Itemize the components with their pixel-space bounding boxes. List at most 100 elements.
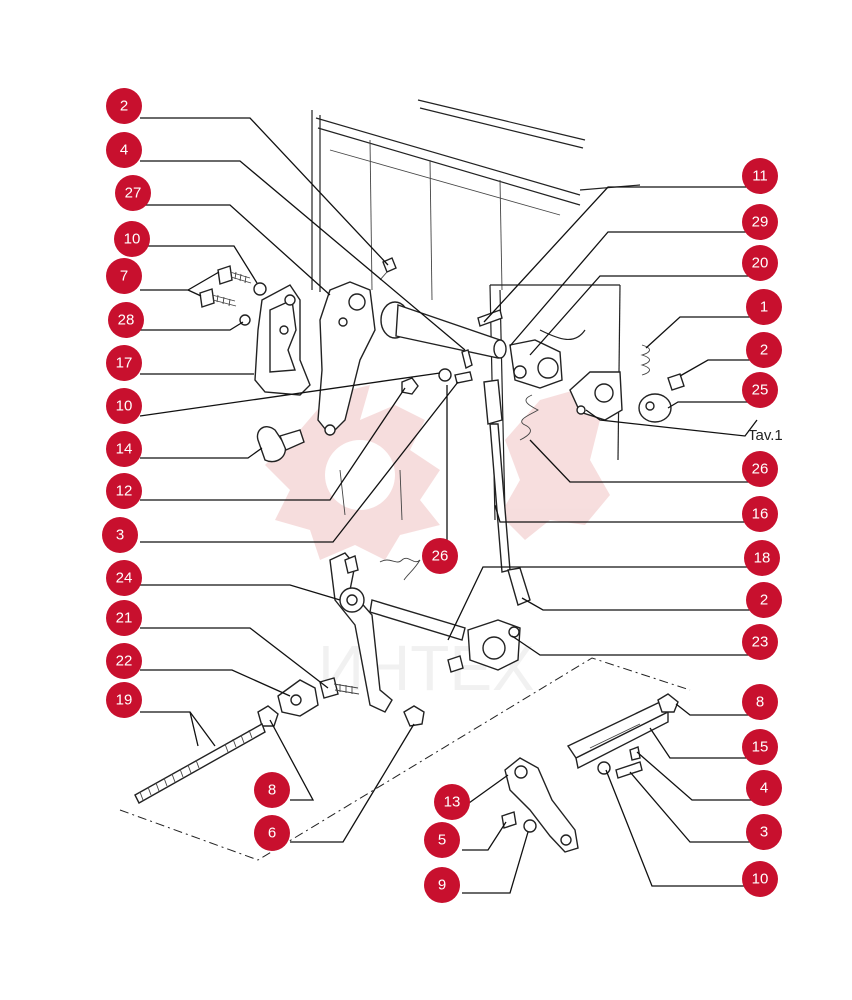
- svg-text:13: 13: [444, 794, 461, 811]
- callout-8: 8: [254, 772, 290, 808]
- callout-27: 27: [115, 175, 151, 211]
- svg-text:8: 8: [268, 782, 276, 799]
- svg-text:16: 16: [752, 506, 769, 523]
- spring-top: [519, 394, 539, 441]
- svg-text:9: 9: [438, 877, 446, 894]
- rod-19: [134, 722, 266, 804]
- bracket-17: [254, 284, 311, 396]
- flange-26: [569, 371, 623, 421]
- svg-text:17: 17: [116, 355, 133, 372]
- svg-text:7: 7: [120, 268, 128, 285]
- callout-24: 24: [106, 560, 142, 596]
- svg-text:29: 29: [752, 214, 769, 231]
- nut-8-left: [257, 705, 279, 727]
- callout-26: 26: [422, 538, 458, 574]
- leader-lines: [139, 117, 758, 894]
- cotter-4: [461, 349, 473, 370]
- svg-text:26: 26: [432, 548, 449, 565]
- callout-9: 9: [424, 867, 460, 903]
- svg-text:8: 8: [756, 694, 764, 711]
- screw-2-top: [379, 257, 397, 281]
- svg-text:2: 2: [760, 342, 768, 359]
- shaft-assembly: [380, 301, 507, 359]
- callout-1: 1: [746, 289, 782, 325]
- washer-10: [253, 282, 267, 296]
- svg-text:3: 3: [760, 824, 768, 841]
- slide-15: [566, 701, 670, 770]
- svg-text:2: 2: [120, 98, 128, 115]
- svg-text:15: 15: [752, 739, 769, 756]
- svg-text:10: 10: [752, 871, 769, 888]
- callout-4: 4: [746, 770, 782, 806]
- callout-2: 2: [106, 88, 142, 124]
- svg-text:24: 24: [116, 570, 133, 587]
- callouts: 2 4 27 10 7 28 17 10 14 12 3 24 21 22 19…: [102, 88, 782, 903]
- bearing-23: [467, 619, 521, 671]
- callout-23: 23: [742, 624, 778, 660]
- bracket-13: [504, 757, 579, 853]
- nut-6: [403, 705, 425, 727]
- callout-28: 28: [108, 302, 144, 338]
- callout-19: 19: [106, 682, 142, 718]
- rod-16: [483, 379, 531, 606]
- svg-text:14: 14: [116, 441, 133, 458]
- svg-text:23: 23: [752, 634, 769, 651]
- spring-1: [640, 344, 650, 376]
- svg-text:21: 21: [116, 610, 133, 627]
- svg-text:22: 22: [116, 653, 133, 670]
- svg-text:27: 27: [125, 185, 142, 202]
- washer-10-mid: [438, 368, 452, 382]
- callout-5: 5: [424, 822, 460, 858]
- callout-6: 6: [254, 815, 290, 851]
- callout-10: 10: [114, 221, 150, 257]
- screw-2-lower: [447, 655, 464, 673]
- svg-text:25: 25: [752, 382, 769, 399]
- knob-14: [256, 426, 305, 463]
- screw-21: [319, 677, 360, 699]
- svg-text:2: 2: [760, 592, 768, 609]
- callout-10: 10: [106, 388, 142, 424]
- svg-text:18: 18: [754, 550, 771, 567]
- callout-3: 3: [102, 517, 138, 553]
- joint-22: [277, 679, 319, 717]
- svg-text:19: 19: [116, 692, 133, 709]
- spring-26-mid: [379, 557, 421, 581]
- callout-15: 15: [742, 729, 778, 765]
- nut-8-right: [657, 693, 679, 713]
- callout-22: 22: [106, 643, 142, 679]
- pin-3: [454, 371, 473, 384]
- shaft-18: [369, 599, 466, 641]
- svg-text:4: 4: [760, 780, 768, 797]
- washer-10-lower: [597, 761, 611, 775]
- pin-3-lower: [615, 761, 643, 779]
- lever-27: [317, 281, 376, 437]
- callout-11: 11: [742, 158, 778, 194]
- svg-text:1: 1: [760, 299, 768, 316]
- svg-text:12: 12: [116, 483, 133, 500]
- callout-7: 7: [106, 258, 142, 294]
- callout-10: 10: [742, 861, 778, 897]
- svg-text:6: 6: [268, 825, 276, 842]
- svg-text:28: 28: [118, 312, 135, 329]
- screw-2-right: [667, 373, 685, 391]
- svg-text:5: 5: [438, 832, 446, 849]
- callout-20: 20: [742, 245, 778, 281]
- callout-14: 14: [106, 431, 142, 467]
- callout-26: 26: [742, 451, 778, 487]
- callout-3: 3: [746, 814, 782, 850]
- bolt-7-upper: [217, 265, 252, 285]
- callout-21: 21: [106, 600, 142, 636]
- bolt-7-lower: [199, 288, 237, 308]
- bearing-20: [509, 339, 563, 389]
- callout-2: 2: [746, 332, 782, 368]
- callout-8: 8: [742, 684, 778, 720]
- washer-9: [523, 819, 537, 833]
- svg-text:11: 11: [752, 168, 768, 185]
- callout-18: 18: [744, 540, 780, 576]
- svg-text:10: 10: [116, 398, 133, 415]
- svg-text:4: 4: [120, 142, 128, 159]
- callout-2: 2: [746, 582, 782, 618]
- watermark-logo: ИНТЕХ: [265, 385, 610, 704]
- svg-text:3: 3: [116, 527, 124, 544]
